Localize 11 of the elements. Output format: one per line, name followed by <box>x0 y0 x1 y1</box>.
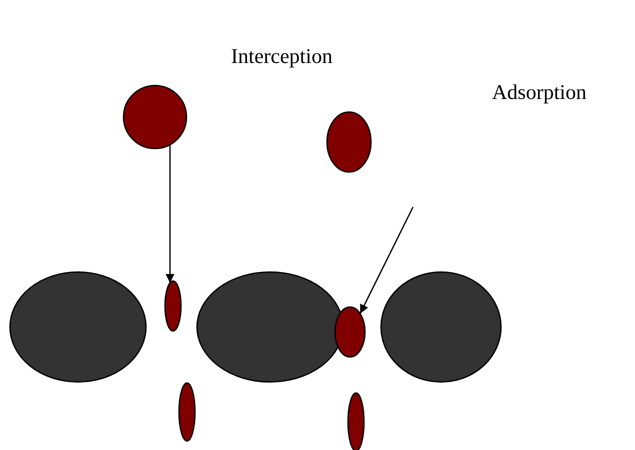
collector-ellipse <box>380 271 502 383</box>
particle-ellipse <box>334 306 366 358</box>
arrow <box>360 206 414 314</box>
collector-ellipse <box>9 271 147 383</box>
particle-ellipse <box>178 382 196 442</box>
particle-ellipse <box>164 280 182 332</box>
mechanism-label: Adsorption <box>492 80 586 105</box>
particle-circle <box>122 84 188 150</box>
arrow <box>166 145 174 283</box>
particle-ellipse <box>326 111 372 173</box>
mechanism-label: Interception <box>231 44 332 69</box>
